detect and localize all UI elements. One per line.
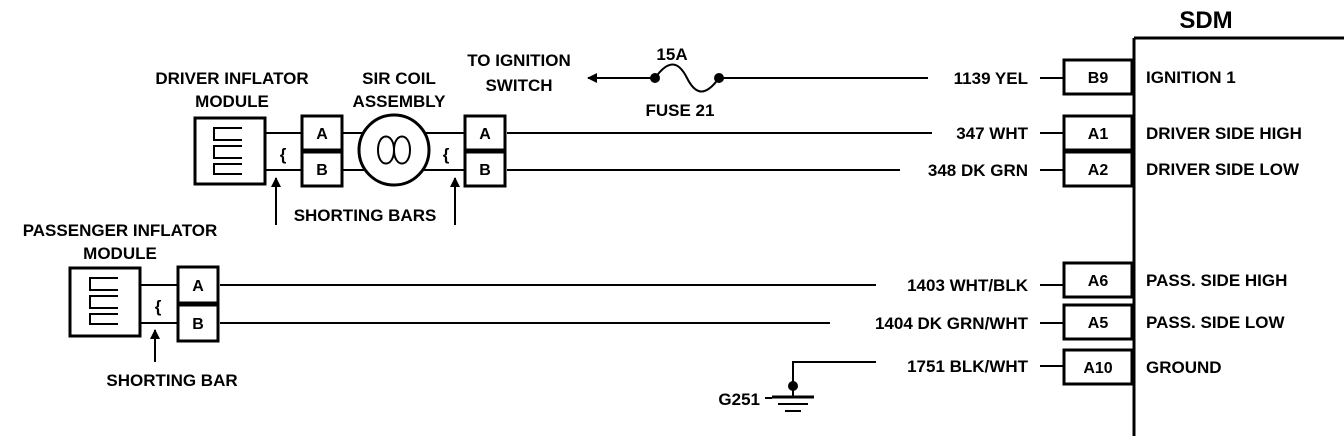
sdm-title: SDM <box>1179 7 1232 34</box>
sir-coil-connector: A B <box>463 114 507 188</box>
connector-cavity-a <box>463 114 507 152</box>
ignition-label-line2: SWITCH <box>485 76 552 95</box>
shorting-bars-label: SHORTING BARS <box>294 206 437 225</box>
connector-cavity-b <box>463 150 507 188</box>
passenger-inflator-connector: A B <box>176 265 220 343</box>
wire-label: 1139 YEL <box>954 69 1028 88</box>
driver-inflator-module: DRIVER INFLATOR MODULE { <box>155 69 309 186</box>
fuse-element-icon <box>654 63 720 93</box>
sdm-pin-function: PASS. SIDE HIGH <box>1146 271 1287 290</box>
sdm-pin-label: A6 <box>1088 273 1109 290</box>
driver-inflator-connector: A B <box>300 114 344 188</box>
inflator-element-icon <box>213 127 242 175</box>
shorting-bars-callout: SHORTING BARS <box>271 177 460 225</box>
sdm-pin-label: B9 <box>1088 70 1109 87</box>
wire-label: 1404 DK GRN/WHT <box>875 314 1029 333</box>
passenger-inflator-label-line1: PASSENGER INFLATOR <box>23 221 218 240</box>
sdm-pin-function: DRIVER SIDE LOW <box>1146 160 1300 179</box>
passenger-inflator-module: PASSENGER INFLATOR MODULE { <box>23 221 218 338</box>
wire-label: 1403 WHT/BLK <box>907 276 1029 295</box>
shorting-bar-brace: { <box>443 145 450 164</box>
ground-g251: G251 <box>718 381 814 412</box>
connector-pin-label: A <box>316 126 328 143</box>
sdm-pin-function: DRIVER SIDE HIGH <box>1146 124 1302 143</box>
circuit-wires: 1139 YEL 347 WHT 348 DK GRN 1403 WHT/BLK… <box>220 69 1064 386</box>
driver-inflator-outline <box>193 116 267 186</box>
coil-winding-icon <box>376 135 412 165</box>
fuse-rating: 15A <box>656 45 687 64</box>
wire-label: 1751 BLK/WHT <box>907 357 1029 376</box>
connector-pin-label: B <box>479 162 491 179</box>
sdm-module: SDM B9 A1 A2 A6 A5 A10 IGNITION 1 DRIVER… <box>1062 7 1344 436</box>
sdm-connector: B9 A1 A2 A6 A5 A10 <box>1062 58 1134 386</box>
connector-cavity-b <box>176 303 220 343</box>
sir-coil-label-line1: SIR COIL <box>362 69 436 88</box>
connector-pin-label: B <box>192 316 204 333</box>
sdm-pin-a6 <box>1062 261 1134 299</box>
fuse-name: FUSE 21 <box>646 101 715 120</box>
sir-coil-label-line2: ASSEMBLY <box>353 92 447 111</box>
driver-inflator-label-line1: DRIVER INFLATOR <box>155 69 308 88</box>
connector-cavity-a <box>176 265 220 305</box>
inflator-element-icon <box>89 277 118 325</box>
sdm-pin-label: A1 <box>1088 126 1109 143</box>
sdm-pin-function: GROUND <box>1146 358 1222 377</box>
sdm-pin-function: PASS. SIDE LOW <box>1146 313 1285 332</box>
wire-ground <box>792 361 876 386</box>
sdm-pin-function: IGNITION 1 <box>1146 68 1236 87</box>
sdm-pin-label: A5 <box>1088 315 1109 332</box>
connector-pin-label: A <box>479 126 491 143</box>
ground-label: G251 <box>718 390 760 409</box>
sdm-pin-a1 <box>1062 114 1134 152</box>
connector-pin-label: A <box>192 278 204 295</box>
connector-cavity-b <box>300 150 344 188</box>
connector-pin-label: B <box>316 162 328 179</box>
shorting-bar-brace: { <box>155 297 162 316</box>
ignition-label-line1: TO IGNITION <box>467 51 571 70</box>
sdm-pin-label: A2 <box>1088 162 1109 179</box>
passenger-inflator-outline <box>68 266 142 338</box>
sir-coil-assembly: SIR COIL ASSEMBLY { <box>342 69 465 187</box>
passenger-inflator-label-line2: MODULE <box>83 244 157 263</box>
wire-label: 348 DK GRN <box>928 161 1028 180</box>
shorting-bar-callout: SHORTING BAR <box>106 329 238 390</box>
sdm-pin-a5 <box>1062 303 1134 341</box>
fuse-21: 15A FUSE 21 <box>646 45 724 120</box>
shorting-bar-label: SHORTING BAR <box>106 371 237 390</box>
shorting-bar-brace: { <box>280 145 287 164</box>
driver-inflator-label-line2: MODULE <box>195 92 269 111</box>
sdm-pin-label: A10 <box>1083 360 1112 377</box>
wire-label: 347 WHT <box>956 124 1028 143</box>
ignition-switch-reference: TO IGNITION SWITCH <box>467 51 655 95</box>
connector-cavity-a <box>300 114 344 152</box>
